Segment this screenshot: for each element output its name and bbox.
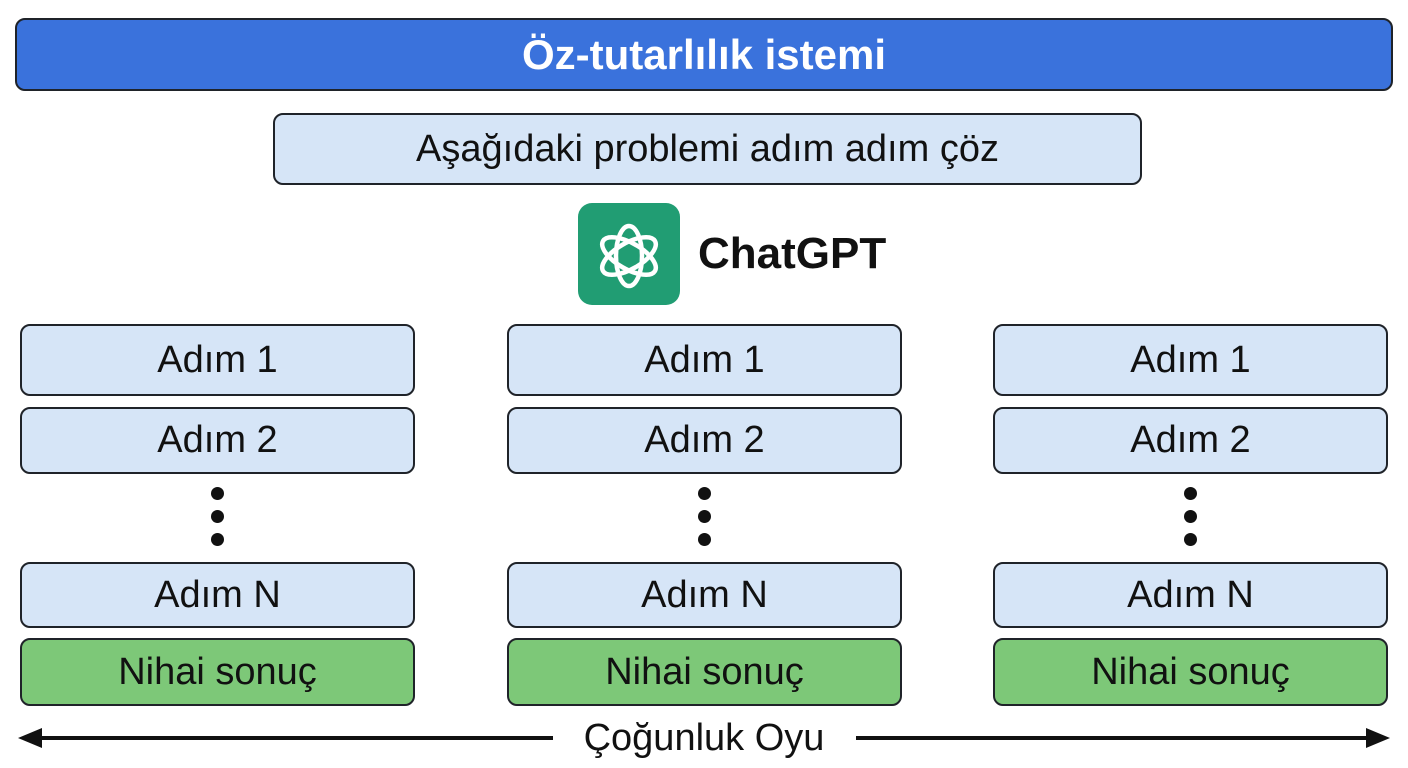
step-2-box: Adım 2 [507,407,902,474]
step-2-box: Adım 2 [993,407,1388,474]
ellipsis-dots [993,484,1388,554]
final-result-box: Nihai sonuç [20,638,415,706]
reasoning-path-1: Adım 1 Adım 2 Adım N Nihai sonuç [20,0,415,768]
step-2-box: Adım 2 [20,407,415,474]
chatgpt-logo [578,203,680,305]
openai-knot-icon [599,223,659,289]
ellipsis-dots [20,484,415,554]
step-1-box: Adım 1 [993,324,1388,396]
majority-vote-label: Çoğunluk Oyu [583,717,825,759]
model-name: ChatGPT [698,229,887,278]
step-1-box: Adım 1 [20,324,415,396]
step-n-box: Adım N [507,562,902,628]
prompt-box: Aşağıdaki problemi adım adım çöz [273,113,1142,185]
majority-vote-arrow [18,728,1390,748]
arrow-left-head [18,728,42,748]
step-n-box: Adım N [20,562,415,628]
ellipsis-dots [507,484,902,554]
diagram-title: Öz-tutarlılık istemi [15,18,1393,91]
step-n-box: Adım N [993,562,1388,628]
final-result-box: Nihai sonuç [993,638,1388,706]
arrow-right-head [1366,728,1390,748]
final-result-box: Nihai sonuç [507,638,902,706]
step-1-box: Adım 1 [507,324,902,396]
reasoning-path-3: Adım 1 Adım 2 Adım N Nihai sonuç [993,0,1388,768]
reasoning-path-2: Adım 1 Adım 2 Adım N Nihai sonuç [507,0,902,768]
